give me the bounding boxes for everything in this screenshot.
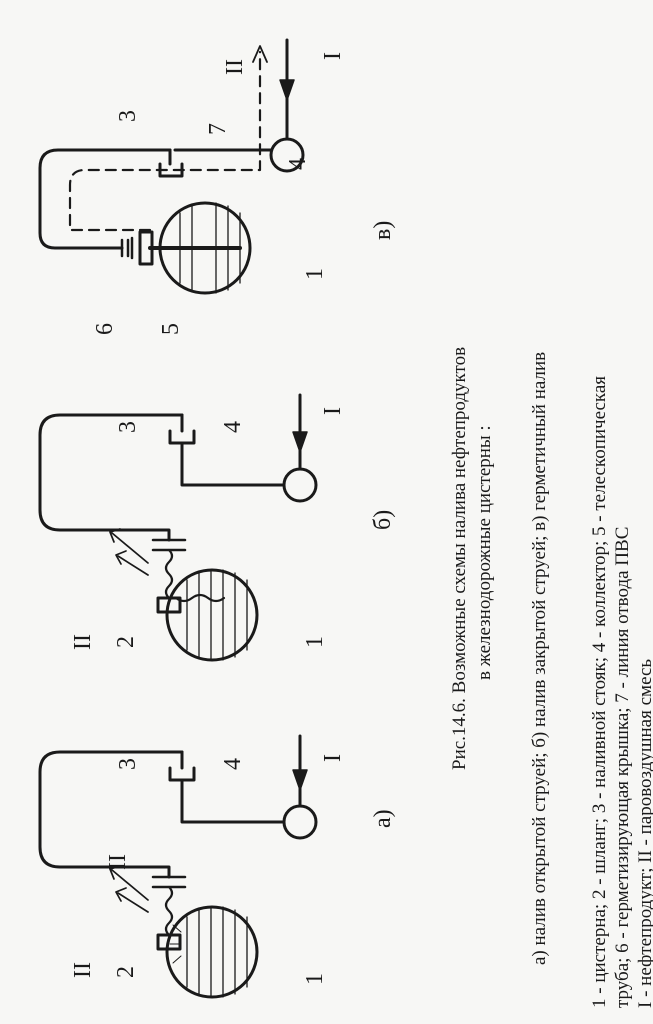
label-b-collector: 4 (220, 421, 246, 433)
label-a-scheme: а) (370, 809, 396, 828)
label-a-vapor-right: II (105, 854, 131, 870)
caption-schemes: а) налив открытой струей; б) налив закры… (529, 352, 550, 965)
caption-parts-3: I - нефтепродукт; II - паровоздушная сме… (635, 659, 653, 1008)
scheme-b (38, 393, 318, 662)
fitting-b (168, 429, 196, 445)
hose-b-immersed (174, 593, 226, 603)
label-b-scheme: б) (370, 510, 396, 530)
riser-v (38, 148, 172, 250)
label-a-hose: 2 (113, 966, 139, 978)
standpipe-b (180, 441, 286, 487)
label-a-vapor-left: II (70, 962, 96, 978)
label-v-flow: I (320, 52, 346, 60)
hose-b (164, 548, 174, 600)
label-v-pipe: 5 (158, 323, 184, 335)
label-v-collector: 4 (285, 158, 311, 170)
label-v-vapor: II (222, 59, 248, 75)
fitting-a (168, 766, 196, 782)
label-a-flow: I (320, 754, 346, 762)
standpipe-a (180, 778, 286, 824)
tank-a (165, 905, 259, 999)
caption-parts-1: 1 - цистерна; 2 - шланг; 3 - наливной ст… (589, 376, 610, 1008)
collector-a (282, 804, 318, 840)
vent-line-7 (68, 50, 262, 232)
hatch-b (156, 596, 182, 614)
label-b-vapor: II (70, 634, 96, 650)
label-v-scheme: в) (370, 221, 396, 240)
label-a-tank: 1 (302, 973, 328, 985)
riser-a (38, 750, 184, 879)
label-a-riser: 3 (115, 758, 141, 770)
label-v-riser: 3 (115, 110, 141, 122)
tank-b (165, 568, 259, 662)
scheme-a (38, 734, 318, 999)
cover-v (138, 230, 154, 266)
caption-title-2: в железнодорожные цистерны : (474, 425, 495, 680)
label-v-cover: 6 (92, 323, 118, 335)
label-b-hose: 2 (113, 636, 139, 648)
label-a-collector: 4 (220, 758, 246, 770)
caption-title-1: Рис.14.6. Возможные схемы налива нефтепр… (449, 347, 470, 770)
label-b-flow: I (320, 407, 346, 415)
scheme-v (38, 38, 305, 295)
label-v-vent: 7 (205, 123, 231, 135)
collector-b (282, 467, 318, 503)
vent-arrow (252, 45, 268, 63)
hose-a (164, 885, 174, 937)
label-b-tank: 1 (302, 636, 328, 648)
label-v-tank: 1 (302, 268, 328, 280)
caption-parts-2: труба; 6 - герметизирующая крышка; 7 - л… (612, 527, 633, 1008)
riser-b (38, 413, 184, 542)
label-b-riser: 3 (115, 421, 141, 433)
